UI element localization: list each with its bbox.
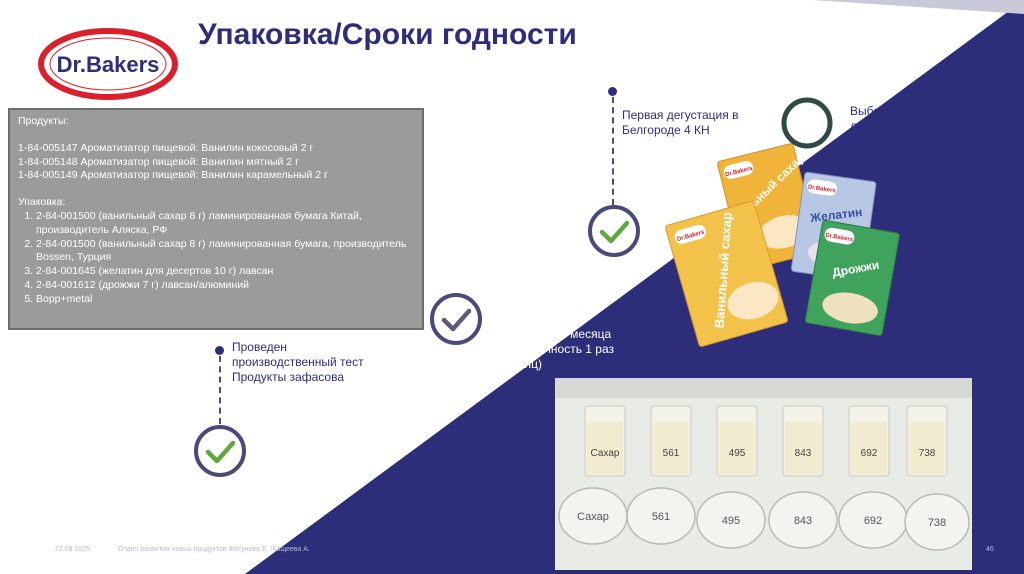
- svg-text:692: 692: [861, 448, 878, 459]
- svg-text:738: 738: [928, 517, 946, 529]
- dish-row: [558, 487, 970, 551]
- footer-date: 27.09.2025: [55, 546, 91, 553]
- svg-text:843: 843: [794, 515, 812, 527]
- packaging-item: 2-84-001500 (ванильный сахар 8 г) ламини…: [36, 238, 414, 266]
- dr-bakers-logo: Dr.Bakers: [38, 28, 178, 100]
- step-3-dot: [608, 87, 617, 96]
- products-info-box: Продукты: 1-84-005147 Ароматизатор пищев…: [8, 108, 424, 330]
- svg-text:Dr.Bakers: Dr.Bakers: [825, 233, 854, 244]
- samples-photo: Сахар 561 495 843 692 738 Сахар 561 495 …: [555, 378, 972, 570]
- check-icon: [194, 425, 246, 477]
- glass-row: [584, 405, 948, 477]
- empty-circle-icon: [781, 97, 833, 149]
- step-3-label: Первая дегустация в Белгороде 4 КН: [622, 108, 739, 137]
- svg-text:738: 738: [919, 448, 936, 459]
- product-line: 1-84-005147 Ароматизатор пищевой: Ванили…: [18, 141, 314, 154]
- svg-text:561: 561: [652, 511, 670, 523]
- svg-text:495: 495: [729, 448, 746, 459]
- products-heading: Продукты:: [18, 115, 69, 127]
- svg-text:692: 692: [864, 515, 882, 527]
- packaging-photo: Dr.Bakers Ванильный сахар Dr.Bakers Жела…: [665, 143, 900, 347]
- step-1-connector: [219, 356, 221, 424]
- step-1-dot: [215, 346, 224, 355]
- svg-text:Желатин: Желатин: [808, 205, 863, 225]
- check-icon: [588, 205, 640, 257]
- page-number: 46: [986, 546, 994, 553]
- page-title: Упаковка/Сроки годности: [198, 18, 577, 51]
- product-line: 1-84-005148 Ароматизатор пищевой: Ванили…: [18, 155, 299, 168]
- svg-text:Сахар: Сахар: [591, 448, 620, 459]
- svg-text:561: 561: [663, 448, 680, 459]
- step-1-label: Проведен производственный тест Продукты …: [232, 340, 364, 384]
- svg-text:Dr.Bakers: Dr.Bakers: [57, 52, 160, 77]
- svg-text:495: 495: [722, 515, 740, 527]
- footer-department: Отдел развития новых продуктов Фисунова …: [118, 546, 310, 553]
- corner-accent: [812, 0, 1024, 14]
- step-3-connector: [612, 97, 614, 205]
- product-line: 1-84-005149 Ароматизатор пищевой: Ванили…: [18, 169, 328, 182]
- step-4-label: Выбор упаковки с лучшими барьерными свой…: [850, 104, 974, 148]
- svg-text:843: 843: [795, 448, 812, 459]
- step-2-label: Исследование в течение срока хранения + …: [494, 297, 615, 371]
- packaging-heading: Упаковка:: [18, 196, 66, 209]
- svg-text:Dr.Bakers: Dr.Bakers: [807, 185, 836, 195]
- check-icon: [430, 293, 482, 345]
- packaging-item: 2-84-001645 (желатин для десертов 10 г) …: [36, 265, 414, 279]
- packaging-list: 2-84-001500 (ванильный сахар 8 г) ламини…: [18, 210, 414, 307]
- svg-text:Сахар: Сахар: [577, 511, 609, 523]
- packaging-item: 2-84-001500 (ванильный сахар 8 г) ламини…: [36, 210, 414, 238]
- packaging-item: Bopp+metal: [36, 293, 414, 307]
- packaging-item: 2-84-001612 (дрожжи 7 г) лавсан/алюминий: [36, 279, 414, 293]
